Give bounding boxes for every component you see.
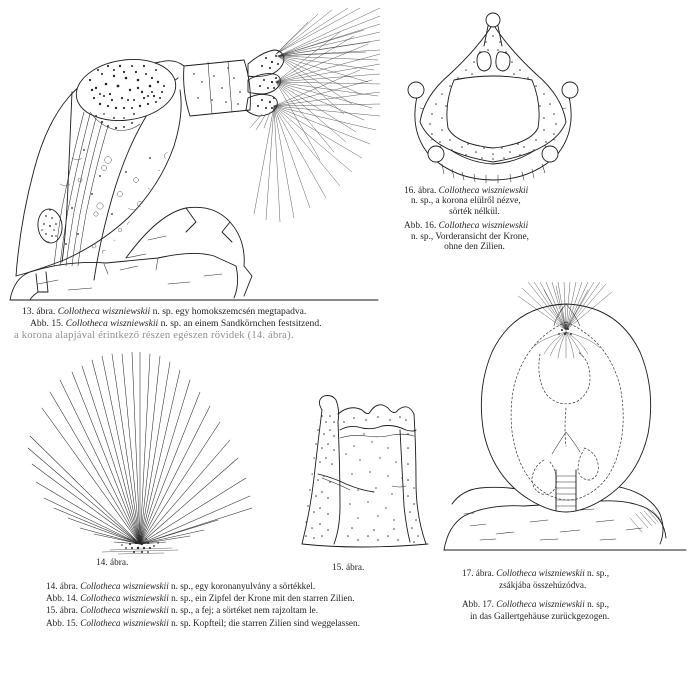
setae-tuft-17	[517, 282, 613, 331]
fig14-short-text: 14. ábra.	[96, 558, 129, 568]
stomach-mass	[75, 59, 177, 131]
setae-fan-lower	[253, 69, 380, 223]
cap-14-hu-species: Collotheca wiszniewskii	[80, 581, 169, 591]
cap-17-hu-line2: zsákjába összehúzódva.	[499, 579, 587, 590]
fig13-hu-species: Collotheca wiszniewskii	[57, 306, 151, 317]
bleedthrough-line: a korona alapjával érintkező részen egés…	[14, 330, 294, 341]
tuft-root-stipple	[558, 324, 572, 335]
sand-grain-shape	[9, 206, 379, 301]
cap-14-de-species: Collotheca wiszniewskii	[80, 593, 169, 604]
fig16-caption-de-line1: Abb. 16. Collotheca wiszniewskii	[404, 221, 529, 231]
cap-17-de-line2: in das Gallertgehäuse zurückgezogen.	[470, 610, 610, 621]
head-margin-stipple	[305, 415, 419, 543]
cap-17-de-number: Abb. 17.	[462, 598, 494, 609]
sand-grain-hatch	[629, 509, 662, 533]
cap-15-de-rest: n. sp. Kopfteil; die starren Zilien sind…	[171, 617, 360, 628]
fig16-hu-number: 16. ábra.	[404, 186, 437, 196]
setae-short-basal	[249, 111, 271, 131]
cap-14-hu-number: 14. ábra.	[46, 581, 78, 591]
figure-17-caption: 17. ábra. Collotheca wiszniewskii n. sp.…	[462, 568, 609, 623]
figure-14-illustration	[18, 352, 268, 557]
fig13-caption-de: Abb. 15. Collotheca wiszniewskii n. sp. …	[22, 318, 322, 330]
apical-neck-lines	[483, 25, 503, 47]
stomach-lower-stipple	[95, 113, 135, 130]
figure-15-illustration	[288, 386, 440, 554]
cap-17-de-line1: Abb. 17. Collotheca wiszniewskii n. sp.,	[462, 599, 609, 611]
retracted-stalk	[555, 469, 577, 511]
figure-16-caption: 16. ábra. Collotheca wiszniewskii n. sp.…	[404, 186, 529, 252]
cap-15-hu-species: Collotheca wiszniewskii	[80, 605, 169, 616]
fig13-hu-rest: n. sp. egy homokszemcsén megtapadva.	[152, 306, 307, 317]
head-outline	[301, 395, 429, 548]
corona-base-stipple	[257, 55, 279, 109]
cap-14-hu-rest: n. sp., egy koronanyulvány a sörtékkel.	[171, 581, 316, 591]
fig16-de-line2: n. sp., Vorderansicht der Krone,	[411, 231, 529, 242]
seta-base-shading	[101, 547, 179, 555]
fig16-hu-line3: sörték nélkül.	[449, 206, 500, 217]
cap-15-hu: 15. ábra. Collotheca wiszniewskii n. sp.…	[46, 604, 360, 616]
apical-vesicles	[476, 51, 511, 72]
fig13-de-rest: n. sp. an einem Sandkörnchen festsitzend…	[160, 318, 322, 330]
cap-17-hu-line1: 17. ábra. Collotheca wiszniewskii n. sp.…	[462, 568, 609, 580]
figure-13-caption: 13. ábra. Collotheca wiszniewskii n. sp.…	[22, 306, 322, 331]
cap-15-de-number: Abb. 15.	[46, 617, 78, 628]
fig16-de-species: Collotheca wiszniewskii	[438, 221, 529, 232]
seta-fan	[27, 352, 253, 545]
fig13-de-species: Collotheca wiszniewskii	[65, 318, 159, 330]
cap-15-hu-number: 15. ábra.	[46, 605, 78, 616]
fig15-short-text: 15. ábra.	[332, 563, 365, 573]
cap-15-de: Abb. 15. Collotheca wiszniewskii n. sp. …	[46, 617, 360, 629]
cap-15-de-species: Collotheca wiszniewskii	[80, 617, 169, 628]
neck-segment	[183, 59, 251, 117]
fig13-caption-hu: 13. ábra. Collotheca wiszniewskii n. sp.…	[22, 306, 322, 318]
cap-14-hu: 14. ábra. Collotheca wiszniewskii n. sp.…	[46, 580, 360, 592]
figure-14-short-label: 14. ábra.	[96, 558, 128, 568]
setae-fan-upper	[275, 8, 380, 115]
mouth-field	[446, 75, 540, 149]
fig13-de-number: Abb. 15.	[30, 318, 64, 330]
fig13-hu-number: 13. ábra.	[22, 306, 56, 317]
cap-17-hu-species: Collotheca wiszniewskii	[496, 568, 585, 578]
figure-14-15-caption-block: 14. ábra. Collotheca wiszniewskii n. sp.…	[46, 580, 360, 629]
cap-17-hu-tail: n. sp.,	[587, 568, 609, 578]
page-bleedthrough-text: a korona alapjával érintkező részen egés…	[14, 330, 294, 342]
cap-14-de-rest: n. sp., ein Zipfel der Krone mit den sta…	[171, 593, 355, 604]
fig16-de-line3: ohne den Zilien.	[444, 242, 505, 253]
marginal-knobs	[407, 12, 579, 163]
vitellarium-organ	[37, 208, 63, 244]
figure-16-illustration	[398, 12, 588, 184]
setae-fan-middle	[275, 31, 380, 161]
stomach-stipple	[88, 64, 165, 110]
figure-13-illustration	[8, 8, 380, 308]
cap-14-de: Abb. 14. Collotheca wiszniewskii n. sp.,…	[46, 592, 360, 604]
cap-17-de-species: Collotheca wiszniewskii	[496, 598, 585, 609]
cap-14-de-number: Abb. 14.	[46, 593, 78, 604]
cap-17-hu-number: 17. ábra.	[462, 568, 494, 578]
fig16-de-number: Abb. 16.	[404, 221, 437, 232]
fig16-caption-hu-line1: 16. ábra. Collotheca wiszniewskii	[404, 186, 529, 196]
corona-lobes	[245, 49, 285, 117]
fig16-hu-species: Collotheca wiszniewskii	[438, 186, 529, 196]
muscle-strands	[53, 111, 109, 267]
head-interior-speckles	[345, 433, 403, 521]
seta-base-stipple	[121, 538, 159, 553]
fig16-hu-line2: n. sp., a korona elülről nézve,	[411, 196, 521, 207]
figure-17-illustration	[440, 282, 692, 560]
cap-15-hu-rest: n. sp., a fej; a sörtéket nem rajzoltam …	[171, 605, 318, 616]
figure-15-short-label: 15. ábra.	[332, 563, 364, 573]
cap-17-de-tail: n. sp.,	[587, 598, 610, 609]
